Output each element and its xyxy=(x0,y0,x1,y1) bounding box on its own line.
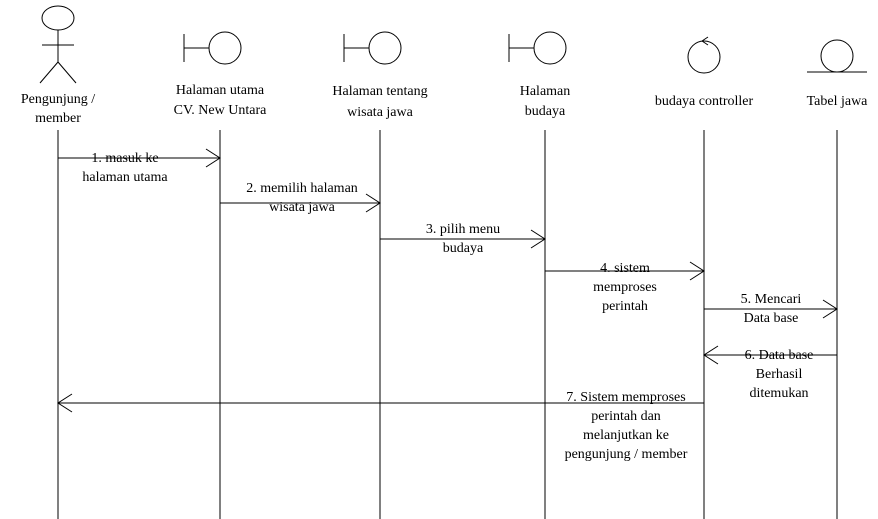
message-1: 1. masuk ke halaman utama xyxy=(58,148,221,185)
lifeline-label-actor-1: member xyxy=(35,111,81,126)
message-4: 4. sistem memproses perintah xyxy=(545,261,705,314)
actor-symbol-actor xyxy=(39,5,77,84)
message-label-5-0: 5. Mencari xyxy=(741,292,802,307)
message-label-7-3: pengunjung / member xyxy=(565,447,688,462)
message-3: 3. pilih menu budaya xyxy=(380,222,546,256)
message-label-3-0: 3. pilih menu xyxy=(426,222,500,237)
entity-symbol-tabel xyxy=(807,39,867,73)
boundary-symbol-utama xyxy=(183,31,242,65)
message-label-2-1: wisata jawa xyxy=(269,200,335,215)
lifeline-label-tabel-0: Tabel jawa xyxy=(807,94,869,109)
boundary-symbol-tentang xyxy=(343,31,402,65)
lifeline-label-actor-0: Pengunjung / xyxy=(21,92,95,107)
message-arrowhead-4 xyxy=(689,261,705,281)
message-label-4-1: memproses xyxy=(593,280,657,295)
lifelines xyxy=(57,130,838,519)
message-label-6-0: 6. Data base xyxy=(745,348,814,363)
lifeline-label-utama-0: Halaman utama xyxy=(176,83,265,98)
message-arrowhead-7 xyxy=(57,393,73,413)
message-label-1-1: halaman utama xyxy=(82,170,168,185)
control-symbol-controller xyxy=(687,36,721,74)
lifeline-label-tentang-0: Halaman tentang xyxy=(332,84,427,99)
message-label-1-0: 1. masuk ke xyxy=(91,151,158,166)
message-label-4-0: 4. sistem xyxy=(600,261,650,276)
lifeline-label-budaya-1: budaya xyxy=(525,104,566,119)
message-label-6-1: Berhasil xyxy=(756,367,803,382)
message-arrowhead-2 xyxy=(365,193,381,213)
message-label-7-2: melanjutkan ke xyxy=(583,428,669,443)
lifeline-label-utama-1: CV. New Untara xyxy=(174,103,267,118)
lifeline-symbols xyxy=(39,5,867,84)
message-label-6-2: ditemukan xyxy=(749,386,808,401)
boundary-symbol-budaya xyxy=(508,31,567,65)
message-label-7-0: 7. Sistem memproses xyxy=(566,390,685,405)
message-arrowhead-5 xyxy=(822,299,838,319)
message-2: 2. memilih halaman wisata jawa xyxy=(220,181,381,215)
message-arrowhead-3 xyxy=(530,229,546,249)
message-label-4-2: perintah xyxy=(602,299,648,314)
message-arrowhead-1 xyxy=(205,148,221,168)
message-label-5-1: Data base xyxy=(744,311,799,326)
messages: 1. masuk ke halaman utama 2. memilih halam… xyxy=(57,148,838,462)
lifeline-label-tentang-1: wisata jawa xyxy=(347,105,413,120)
message-label-3-1: budaya xyxy=(443,241,484,256)
message-arrowhead-6 xyxy=(703,345,719,365)
message-label-7-1: perintah dan xyxy=(591,409,661,424)
message-7: 7. Sistem memproses perintah dan melanjutk… xyxy=(57,390,704,462)
lifeline-label-budaya-0: Halaman xyxy=(520,84,571,99)
lifeline-label-controller-0: budaya controller xyxy=(655,94,754,109)
message-label-2-0: 2. memilih halaman xyxy=(246,181,358,196)
